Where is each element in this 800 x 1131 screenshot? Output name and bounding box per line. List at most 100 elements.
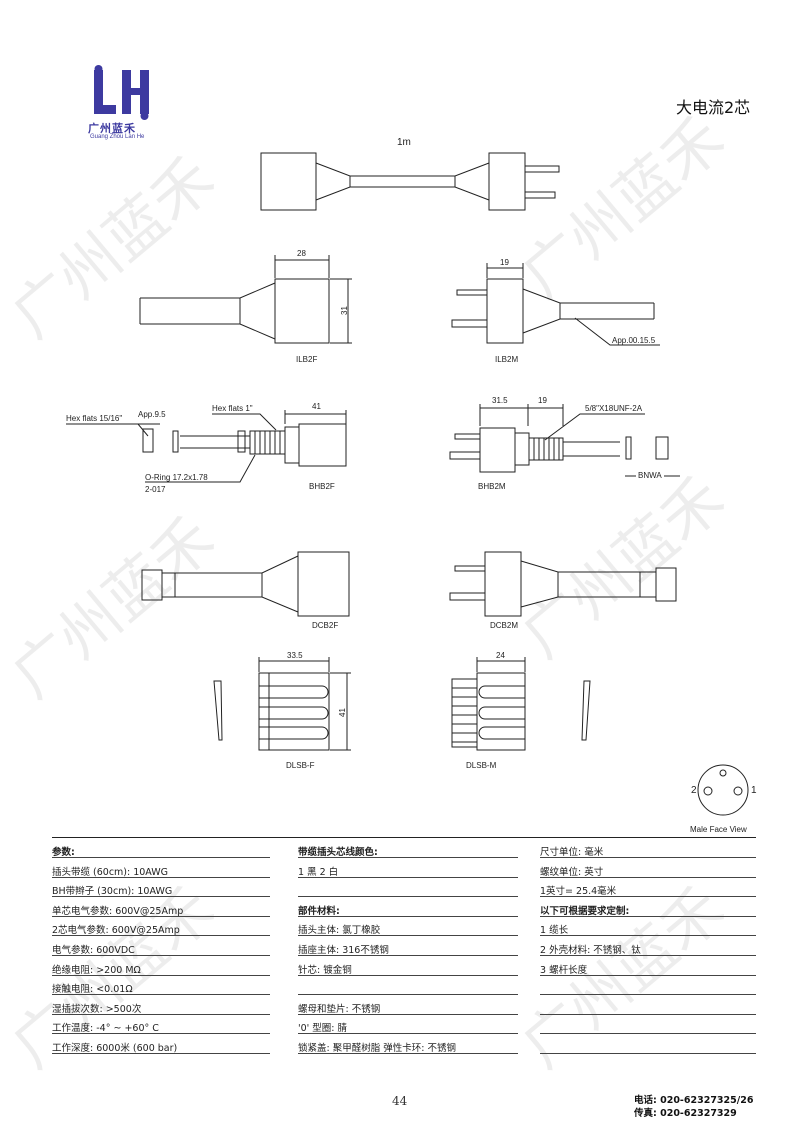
spec-row: 锁紧盖: 聚甲醛树脂 弹性卡环: 不锈钢 (298, 1043, 456, 1054)
spec-row: 参数: (52, 847, 75, 858)
spec-row-rule (540, 974, 756, 976)
spec-row: 螺纹单位: 英寸 (540, 866, 604, 878)
male-face-view-drawing (697, 764, 749, 816)
page-title: 大电流2芯 (676, 98, 751, 117)
spec-row-rule (298, 876, 518, 878)
dlsbf-dim-height: 41 (337, 708, 347, 717)
spec-row-rule (540, 935, 756, 937)
ilb2m-drawing (451, 263, 660, 346)
brand-logo: 广州蓝禾 Guang Zhou Lan He (86, 64, 156, 144)
spec-row: 以下可根据要求定制: (540, 905, 630, 917)
spec-row-rule (52, 896, 270, 898)
ilb2f-dim-width: 28 (297, 249, 306, 258)
spec-row: '0' 型圈: 腈 (298, 1023, 348, 1035)
dlsbf-dim-width: 33.5 (287, 651, 303, 660)
spec-row-rule (540, 994, 756, 996)
spec-row-rule (52, 955, 270, 956)
cable-length-label: 1m (397, 137, 411, 148)
spec-row-rule (298, 857, 518, 858)
spec-row: BH带辫子 (30cm): 10AWG (52, 886, 173, 898)
spec-row: 绝缘电阻: >200 MΩ (52, 964, 141, 976)
contact-fax: 传真: 020-62327329 (634, 1108, 737, 1119)
ilb2m-dim-width: 19 (500, 258, 509, 267)
bhb2m-thread: 5/8"X18UNF-2A (585, 404, 643, 413)
spec-row-rule (298, 896, 518, 898)
spec-row-rule (298, 974, 518, 976)
dlsbm-dim-width: 24 (496, 651, 505, 660)
spec-row: 电气参数: 600VDC (52, 945, 135, 956)
face-caption: Male Face View (690, 825, 747, 834)
spec-row-rule (52, 1013, 270, 1015)
spec-row-rule (540, 876, 756, 878)
bhb2f-hex-flats-left: Hex flats 15/16" (66, 414, 123, 423)
bhb2m-label: BHB2M (478, 482, 506, 491)
overall-cable-drawing (260, 152, 560, 211)
spec-row-rule (52, 876, 270, 878)
spec-row: 插座主体: 316不锈钢 (298, 945, 389, 956)
spec-row-rule (298, 1013, 518, 1015)
spec-row: 插头主体: 氯丁橡胶 (298, 925, 381, 937)
bhb2f-oring: O-Ring 17.2x1.78 (145, 473, 208, 482)
spec-row: 螺母和垫片: 不锈钢 (298, 1003, 381, 1015)
spec-row: 2芯电气参数: 600V@25Amp (52, 925, 180, 937)
spec-row: 工作温度: -4° ~ +60° C (52, 1023, 159, 1035)
spec-row: 工作深度: 6000米 (600 bar) (52, 1043, 178, 1054)
spec-row-rule (52, 994, 270, 996)
face-pin-right: 1 (751, 785, 757, 796)
dcb2f-label: DCB2F (312, 621, 339, 630)
dlsbf-label: DLSB-F (286, 761, 315, 770)
spec-row: 1英寸= 25.4毫米 (540, 886, 617, 898)
spec-row-rule (52, 1053, 270, 1054)
ilb2m-label: ILB2M (495, 355, 519, 364)
dlsbm-drawing (451, 657, 591, 751)
spec-row-rule (298, 1053, 518, 1054)
ilb2f-label: ILB2F (296, 355, 318, 364)
page-number: 44 (392, 1094, 408, 1108)
ilb2m-callout: App.00.15.5 (612, 336, 656, 345)
spec-row-rule (52, 857, 270, 858)
spec-row-rule (52, 1033, 270, 1035)
spec-row-rule (540, 955, 756, 956)
spec-row-rule (540, 1033, 756, 1035)
bhb2f-oring-code: 2-017 (145, 485, 166, 494)
spec-row-rule (298, 935, 518, 937)
spec-row-rule (52, 935, 270, 937)
bhb2f-hex-flats-1: Hex flats 1" (212, 404, 253, 413)
spec-row: 单芯电气参数: 600V@25Amp (52, 905, 184, 917)
dlsbf-drawing (213, 657, 351, 751)
spec-row-rule (298, 915, 518, 917)
contact-phone: 电话: 020-62327325/26 (634, 1095, 754, 1106)
spec-row: 插头带缆 (60cm): 10AWG (52, 866, 169, 878)
spec-row: 接触电阻: <0.01Ω (52, 984, 133, 996)
spec-row: 1 黑 2 白 (298, 866, 339, 878)
spec-row-rule (540, 857, 756, 858)
spec-row: 针芯: 镀金铜 (298, 964, 352, 976)
dlsbm-label: DLSB-M (466, 761, 497, 770)
bhb2m-drawing (449, 404, 680, 477)
spec-row: 1 缆长 (540, 925, 569, 937)
dcb2m-drawing (449, 551, 677, 617)
bhb2f-label: BHB2F (309, 482, 335, 491)
bhb2f-drawing (66, 410, 347, 483)
bhb2m-bnwa: BNWA (636, 471, 664, 480)
spec-row: 2 外壳材料: 不锈钢、钛 (540, 945, 641, 956)
spec-row: 3 螺杆长度 (540, 964, 588, 976)
spec-row-rule (52, 915, 270, 917)
bhb2m-dim-a: 31.5 (492, 396, 508, 405)
spec-row-rule (540, 1053, 756, 1054)
spec-row: 部件材料: (298, 905, 340, 917)
spec-row-rule (298, 1033, 518, 1035)
spec-row-rule (540, 896, 756, 898)
bhb2m-dim-b: 19 (538, 396, 547, 405)
ilb2f-drawing (139, 255, 352, 344)
spec-row-rule (540, 1013, 756, 1015)
dcb2m-label: DCB2M (490, 621, 519, 630)
bhb2f-app: App.9.5 (138, 410, 166, 419)
spec-table: 参数: 插头带缆 (60cm): 10AWG BH带辫子 (30cm): 10AWG… (52, 837, 756, 1056)
brand-pinyin: Guang Zhou Lan He (90, 134, 145, 140)
spec-row: 带缆插头芯线颜色: (298, 847, 378, 858)
dcb2f-drawing (141, 551, 350, 617)
spec-row-rule (52, 974, 270, 976)
logo-mark-icon (94, 65, 149, 120)
